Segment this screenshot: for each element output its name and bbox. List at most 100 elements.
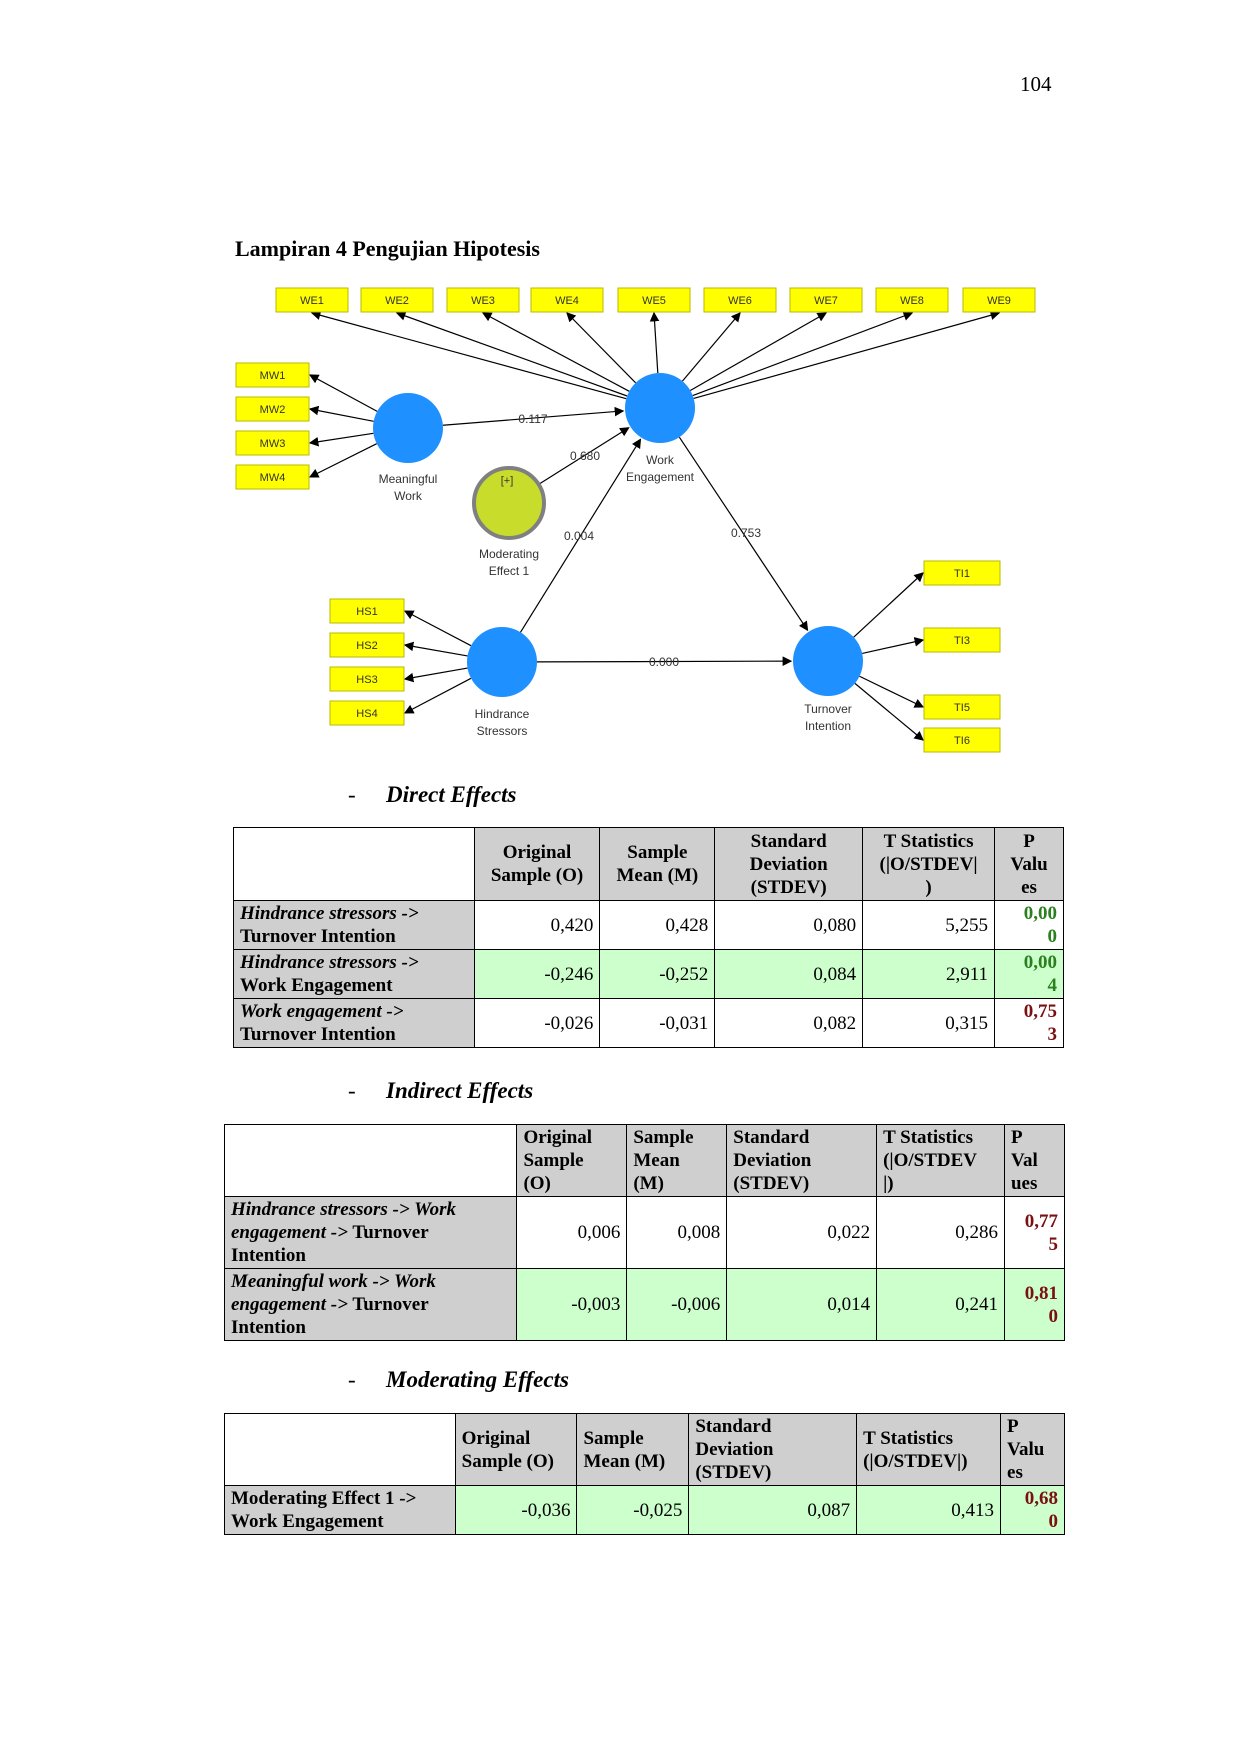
hs-loading-arrow (403, 667, 468, 683)
we-loading-arrow (566, 312, 637, 384)
we-indicator-6-label: WE6 (728, 295, 752, 307)
ti-loading-arrow (853, 572, 924, 638)
we-indicator-4-label: WE4 (555, 295, 579, 307)
we-indicator-3-box (446, 287, 520, 313)
table-row: Hindrance stressors ->Turnover Intention… (233, 900, 1064, 950)
path-hs-we (519, 438, 642, 633)
value-cell-sd: 0,080 (714, 900, 864, 950)
turnover-intention-label: Intention (805, 719, 851, 733)
value-cell-o: 0,006 (516, 1196, 628, 1269)
value-cell-sd: 0,082 (714, 998, 864, 1048)
mw-indicator-2-box (235, 396, 310, 422)
ti-indicator-1-box (923, 560, 1001, 586)
hs-indicator-3-box (329, 666, 405, 692)
value-cell-o: -0,003 (516, 1268, 628, 1341)
header-blank-cell (223, 1124, 518, 1197)
we-loading-arrow (692, 311, 914, 397)
hs-loading-arrow (403, 677, 472, 714)
hs-indicator-4-label: HS4 (356, 708, 377, 720)
value-cell-m: -0,006 (626, 1268, 728, 1341)
we-indicator-1-box (275, 287, 349, 313)
we-indicator-6-box (703, 287, 777, 313)
ti-indicator-3-box (923, 694, 1001, 720)
value-cell-m: -0,252 (599, 949, 716, 999)
page-number: 104 (1020, 72, 1052, 96)
we-loading-arrow (481, 312, 630, 392)
indirect-effects-title: -Indirect Effects (348, 1078, 534, 1103)
we-indicator-8-box (875, 287, 949, 313)
value-cell-m: 0,428 (599, 900, 716, 950)
value-cell-o: 0,420 (473, 900, 601, 950)
value-cell-sd: 0,087 (688, 1485, 858, 1535)
moderating-effect-label: Effect 1 (489, 564, 530, 578)
value-cell-t: 0,286 (876, 1196, 1005, 1269)
we-loading-arrow (395, 311, 628, 397)
we-indicator-7-box (789, 287, 863, 313)
value-cell-o: -0,036 (454, 1485, 578, 1535)
value-cell-o: -0,246 (473, 949, 601, 999)
row-label: Hindrance stressors ->Work Engagement (233, 949, 475, 999)
value-cell-o: -0,026 (473, 998, 601, 1048)
we-indicator-9-box (962, 287, 1036, 313)
value-cell-sd: 0,084 (714, 949, 864, 999)
meaningful-work-construct (373, 393, 443, 463)
ti-loading-arrow (854, 682, 924, 741)
mw-indicator-2-label: MW2 (260, 404, 286, 416)
moderating-effect-construct (472, 466, 546, 540)
value-cell-t: 2,911 (862, 949, 996, 999)
moderating-effects-title: -Moderating Effects (348, 1367, 569, 1392)
hindrance-stressors-construct (467, 627, 537, 697)
ti-indicator-1-label: TI1 (954, 568, 970, 580)
table-row: Moderating Effect 1 ->Work Engagement-0,… (224, 1485, 1065, 1535)
moderating-effect-label: Moderating (479, 547, 539, 561)
we-loading-arrow (693, 310, 1001, 400)
path-value-mod-we: 0.680 (570, 449, 600, 463)
value-cell-sd: 0,014 (726, 1268, 878, 1341)
we-indicator-1-label: WE1 (300, 295, 324, 307)
mw-indicator-3-box (235, 430, 310, 456)
work-engagement-label: Work (646, 453, 675, 467)
column-header: T Statistics(|O/STDEV|) (876, 1124, 1005, 1197)
mw-indicator-4-box (235, 464, 310, 490)
path-value-hs-ti: 0.000 (649, 655, 679, 669)
we-indicator-3-label: WE3 (471, 295, 495, 307)
column-header: T Statistics(|O/STDEV|) (856, 1413, 1002, 1486)
we-indicator-2-box (360, 287, 434, 313)
header-blank-cell (233, 827, 475, 901)
value-cell-t: 0,241 (876, 1268, 1005, 1341)
ti-indicator-2-label: TI3 (954, 635, 970, 647)
path-hs-ti (536, 656, 793, 666)
we-loading-arrow (649, 311, 660, 374)
hs-indicator-3-label: HS3 (356, 674, 377, 686)
meaningful-work-label: Work (394, 489, 423, 503)
hindrance-stressors-label: Stressors (477, 724, 528, 738)
hs-indicator-2-label: HS2 (356, 640, 377, 652)
path-value-mw-we: 0.117 (518, 412, 547, 426)
ti-loading-arrow (862, 637, 925, 655)
direct-effects-title: -Direct Effects (348, 782, 517, 807)
value-cell-t: 5,255 (862, 900, 996, 950)
value-cell-m: -0,025 (576, 1485, 690, 1535)
work-engagement-label: Engagement (626, 470, 695, 484)
value-cell-m: 0,008 (626, 1196, 728, 1269)
mw-loading-arrow (308, 432, 374, 447)
table-row: Work engagement ->Turnover Intention-0,0… (233, 998, 1064, 1048)
